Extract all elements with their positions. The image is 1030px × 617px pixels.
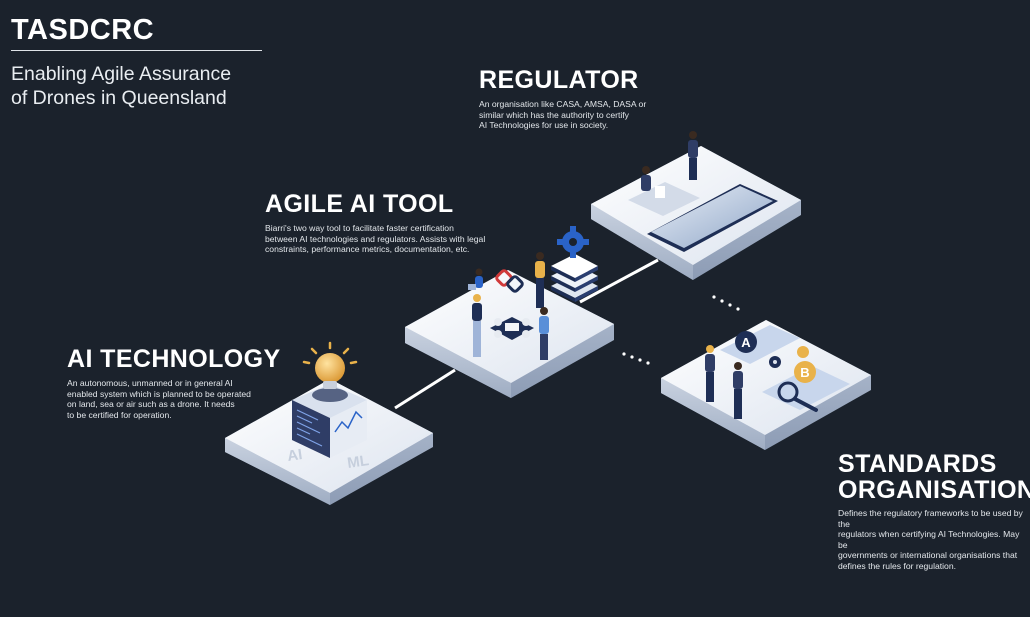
gear-icon xyxy=(769,356,781,368)
badge-b xyxy=(794,361,816,383)
standards-heading: STANDARDS ORGANISATION xyxy=(838,451,1030,503)
regulator-description-line: similar which has the authority to certi… xyxy=(479,109,629,120)
standards-heading-line: ORGANISATION xyxy=(838,476,1030,504)
person-figure xyxy=(535,252,545,308)
person-figure xyxy=(705,345,715,402)
ai-technology-heading: AI TECHNOLOGY xyxy=(67,345,281,373)
tablet-icon xyxy=(647,184,778,252)
standards-description-line: defines the rules for regulation. xyxy=(838,560,956,571)
ai-technology-platform: AI ML xyxy=(225,341,433,505)
ai-technology-description-line: on land, sea or air such as a drone. It … xyxy=(67,399,235,409)
coin-icon xyxy=(797,346,809,358)
biarri-logo-icon xyxy=(495,269,524,293)
agile-tool-platform xyxy=(405,226,614,398)
connector-dots-tool-standards xyxy=(622,352,650,365)
agile-tool-heading: AGILE AI TOOL xyxy=(265,190,454,218)
gear-icon xyxy=(557,226,589,258)
regulator-heading: REGULATOR xyxy=(479,66,639,94)
standards-description: Defines the regulatory frameworks to be … xyxy=(838,508,1028,571)
person-figure xyxy=(539,307,549,360)
standards-description-line: governments or international organisatio… xyxy=(838,550,1018,560)
brand-subtitle-line: of Drones in Queensland xyxy=(11,87,227,109)
lightbulb-icon xyxy=(302,341,358,402)
standards-heading-line: STANDARDS xyxy=(838,450,997,478)
badge-b-label: B xyxy=(800,365,809,380)
agile-tool-description-line: Biarri's two way tool to facilitate fast… xyxy=(265,223,454,233)
connector-dots-standards-regulator xyxy=(712,295,740,311)
regulator-platform xyxy=(591,131,801,280)
standards-platform: A B xyxy=(661,320,871,450)
regulator-description: An organisation like CASA, AMSA, DASA or… xyxy=(479,99,679,131)
brand-title: TASDCRC xyxy=(11,14,155,46)
code-screen-icon xyxy=(296,409,323,447)
agile-tool-description: Biarri's two way tool to facilitate fast… xyxy=(265,223,505,255)
standards-description-line: Defines the regulatory frameworks to be … xyxy=(838,508,1023,529)
connector-tool-to-regulator xyxy=(579,258,659,304)
ai-technology-description-line: enabled system which is planned to be op… xyxy=(67,388,251,399)
ai-technology-description-line: An autonomous, unmanned or in general AI xyxy=(67,378,233,388)
magnifier-icon xyxy=(777,381,818,412)
agile-tool-description-line: between AI technologies and regulators. … xyxy=(265,233,486,244)
badge-a-label: A xyxy=(741,335,751,350)
brand-divider xyxy=(11,50,262,51)
person-figure xyxy=(688,131,698,180)
agile-tool-description-line: constraints, performance metrics, docume… xyxy=(265,244,470,254)
regulator-description-line: AI Technologies for use in society. xyxy=(479,120,609,130)
standards-description-line: regulators when certifying AI Technologi… xyxy=(838,529,1020,550)
chart-wave-icon xyxy=(334,410,363,433)
ml-platform-label: ML xyxy=(346,452,370,472)
ai-platform-label: AI xyxy=(286,446,303,465)
person-figure xyxy=(733,362,743,419)
drone-icon xyxy=(490,317,534,340)
regulator-description-line: An organisation like CASA, AMSA, DASA or xyxy=(479,99,647,109)
ai-technology-description: An autonomous, unmanned or in general AI… xyxy=(67,378,287,420)
person-figure xyxy=(641,166,651,191)
connector-ai-to-tool xyxy=(394,368,456,410)
person-figure xyxy=(472,294,482,357)
server-stack-icon xyxy=(551,254,598,302)
brand-subtitle: Enabling Agile Assurance of Drones in Qu… xyxy=(11,62,271,110)
ai-technology-description-line: to be certified for operation. xyxy=(67,409,172,420)
person-figure xyxy=(468,268,483,290)
desk-icon xyxy=(628,182,700,216)
badge-a xyxy=(735,331,757,353)
brand-subtitle-line: Enabling Agile Assurance xyxy=(11,63,232,85)
